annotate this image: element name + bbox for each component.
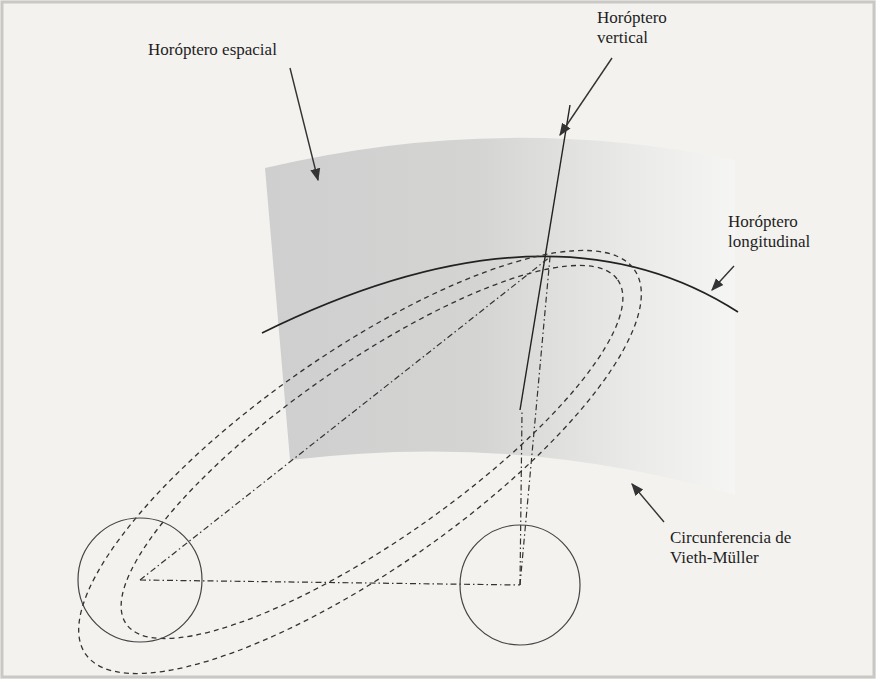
vieth-muller-circle: [24, 181, 697, 679]
leader-arrows: [290, 58, 734, 522]
vertical-label: Horóptero vertical: [597, 8, 689, 49]
longitudinal-label: Horóptero longitudinal: [728, 212, 846, 253]
right-eye: [460, 525, 580, 645]
visual-axes: [140, 257, 550, 585]
left-eye: [78, 518, 202, 642]
longitudinal-horopter: [262, 256, 738, 333]
vertical-horopter: [520, 105, 570, 410]
circle-label: Circunferencia de Vieth-Müller: [670, 528, 800, 569]
surface-label: Horóptero espacial: [148, 40, 348, 60]
spatial-horopter-surface: [265, 138, 735, 495]
